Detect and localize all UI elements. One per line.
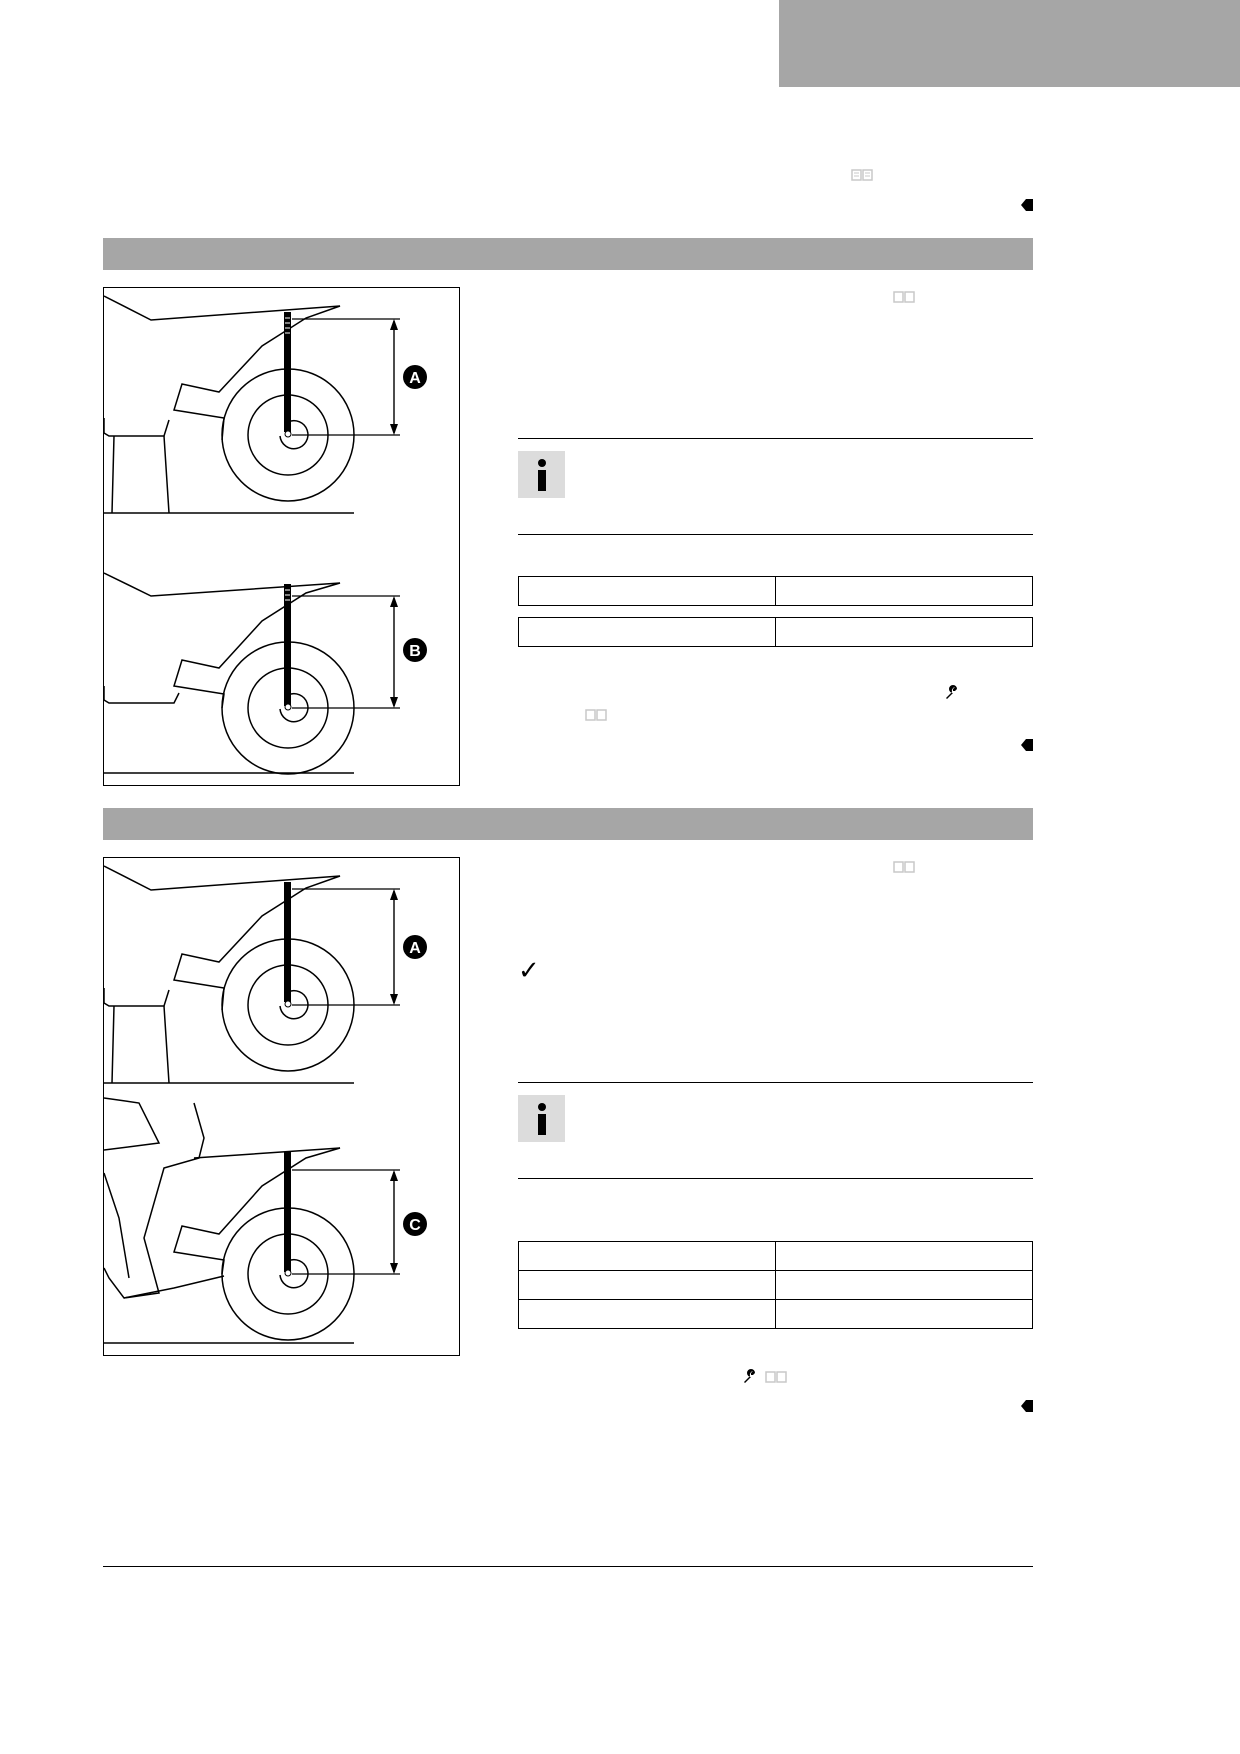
info-icon	[518, 451, 565, 498]
manual-reference-icon[interactable]	[893, 290, 915, 304]
end-marker-icon	[1021, 1400, 1033, 1412]
table-row	[518, 617, 1033, 647]
wrench-icon	[946, 685, 957, 699]
figure-1-label-b: B	[409, 643, 421, 660]
figure-2-label-a: A	[409, 940, 421, 957]
table-cell	[518, 1299, 776, 1329]
footer-rule	[103, 1566, 1033, 1567]
note-2-bottom-rule	[518, 1178, 1033, 1179]
figure-1-label-a: A	[409, 370, 421, 387]
figure-1-static-sag: A B	[103, 287, 460, 786]
figure-2-rider-sag: A C	[103, 857, 460, 1356]
table-cell	[518, 1270, 776, 1300]
check-icon: ✓	[518, 956, 540, 986]
table-row	[518, 1270, 1033, 1300]
figure-2-label-c: C	[409, 1217, 421, 1234]
section-2-header-bar	[103, 808, 1033, 840]
manual-reference-icon[interactable]	[585, 708, 607, 722]
spec-table-2	[518, 1241, 1033, 1329]
manual-reference-icon[interactable]	[765, 1370, 787, 1384]
table-row	[518, 1299, 1033, 1329]
info-i-glyph	[537, 458, 546, 491]
info-i-glyph	[537, 1102, 546, 1135]
table-cell	[775, 617, 1033, 647]
header-corner-tab	[779, 0, 1240, 87]
table-cell	[775, 1241, 1033, 1271]
table-row	[518, 1241, 1033, 1271]
table-cell	[775, 576, 1033, 606]
table-cell	[518, 1241, 776, 1271]
section-1-header-bar	[103, 238, 1033, 270]
end-marker-icon	[1021, 739, 1033, 751]
end-marker-icon	[1021, 199, 1033, 211]
info-icon	[518, 1095, 565, 1142]
table-cell	[775, 1270, 1033, 1300]
table-row	[518, 576, 1033, 606]
spec-table-1b	[518, 617, 1033, 647]
note-1-top-rule	[518, 438, 1033, 439]
spec-table-1a	[518, 576, 1033, 606]
note-2-top-rule	[518, 1082, 1033, 1083]
manual-reference-icon[interactable]	[851, 168, 873, 182]
manual-reference-icon[interactable]	[893, 860, 915, 874]
table-cell	[518, 617, 776, 647]
note-1-bottom-rule	[518, 534, 1033, 535]
wrench-icon	[744, 1369, 755, 1383]
table-cell	[775, 1299, 1033, 1329]
table-cell	[518, 576, 776, 606]
